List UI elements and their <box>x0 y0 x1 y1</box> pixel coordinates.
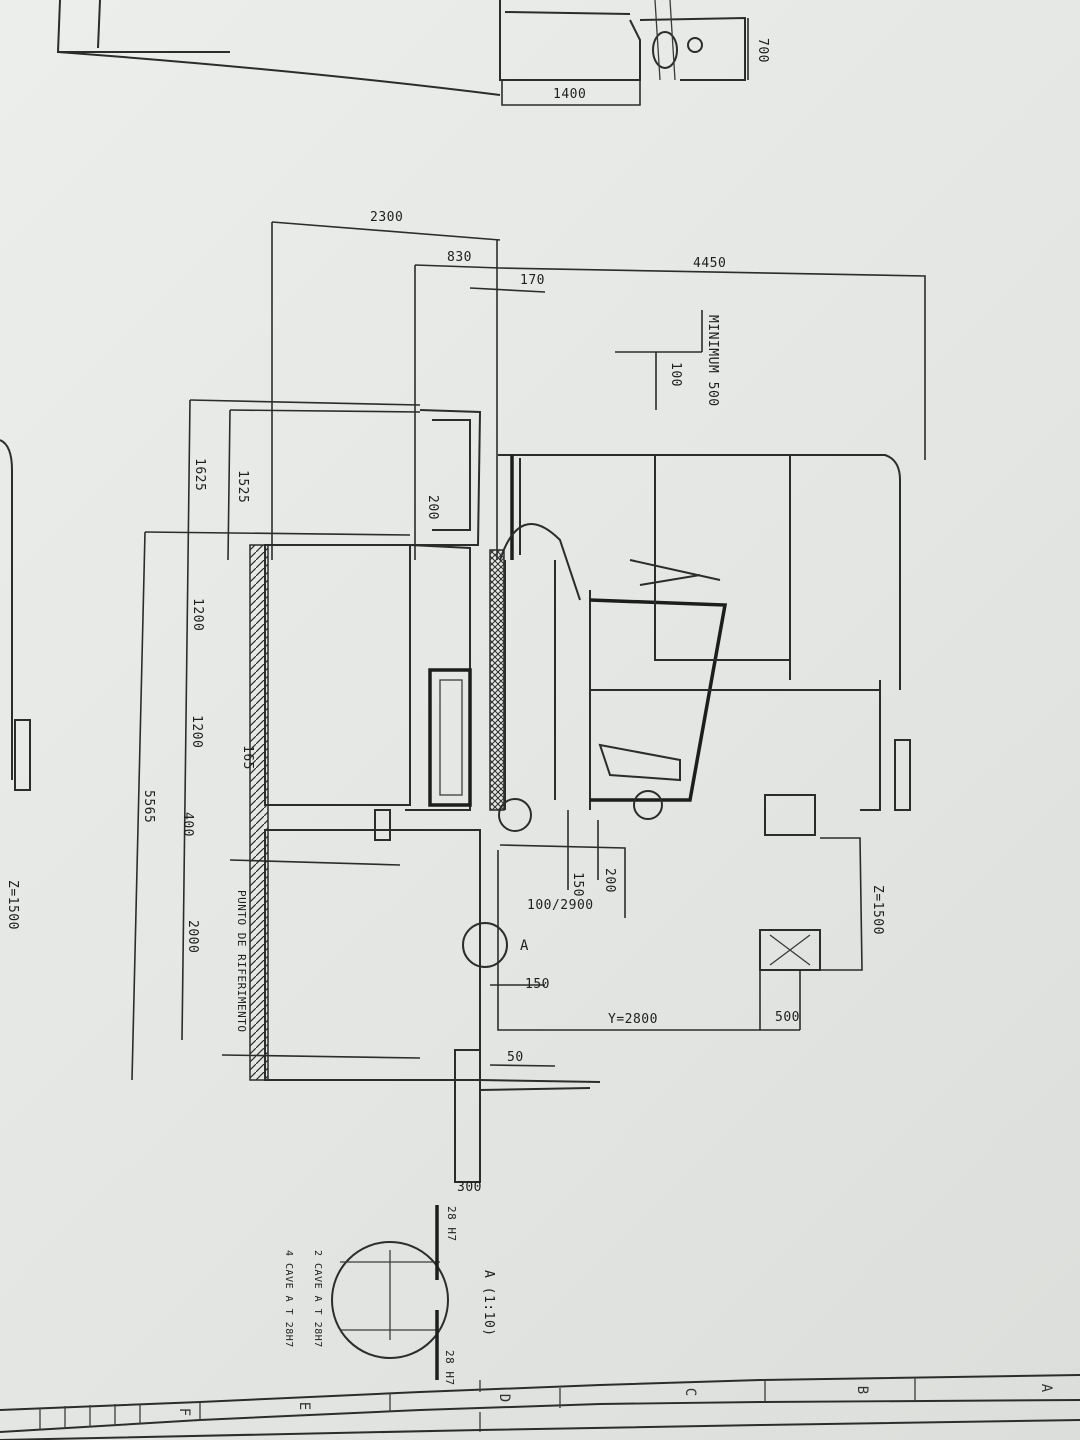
detail-a-view <box>331 1205 449 1380</box>
tolerance-bottom: 28 H7 <box>443 1350 456 1386</box>
dim-minimum-500: MINIMUM 500 <box>705 315 720 407</box>
dim-z-travel-right: Z=1500 <box>870 885 885 935</box>
dim-1200-a: 1200 <box>190 598 205 632</box>
dim-5565: 5565 <box>141 790 156 824</box>
dim-top-view-depth: 700 <box>755 38 770 63</box>
upper-dimension-lines <box>131 221 926 1081</box>
zone-d: D <box>496 1393 513 1403</box>
zone-b: B <box>854 1385 871 1395</box>
dim-150-a: 150 <box>570 872 585 897</box>
dim-1525: 1525 <box>235 470 250 504</box>
zone-f: F <box>176 1407 193 1417</box>
dim-top-view-width: 1400 <box>553 87 587 102</box>
tolerance-top: 28 H7 <box>445 1206 458 1242</box>
dim-50: 50 <box>507 1050 524 1065</box>
dim-165: 165 <box>240 745 255 770</box>
dim-830: 830 <box>447 250 472 265</box>
dim-300: 300 <box>457 1180 482 1195</box>
left-partial-outline <box>0 439 31 791</box>
reference-point-label: PUNTO DE RIFERIMENTO <box>235 890 248 1033</box>
dim-150-b: 150 <box>525 977 550 992</box>
dim-y-travel: Y=2800 <box>608 1012 658 1027</box>
dim-1200-b: 1200 <box>189 715 204 749</box>
dim-100-2900: 100/2900 <box>527 898 594 913</box>
zone-a: A <box>1038 1383 1055 1393</box>
dim-4450: 4450 <box>693 256 727 271</box>
dim-200-wall: 200 <box>425 495 440 520</box>
dim-1625: 1625 <box>192 458 207 492</box>
lower-dimension-lines <box>221 810 863 1067</box>
note-line-2: 4 CAVE A T 28H7 <box>283 1250 294 1348</box>
dim-z-travel-left: Z=1500 <box>5 880 20 930</box>
dim-2000: 2000 <box>185 920 200 954</box>
dim-100: 100 <box>668 362 683 387</box>
zone-e: E <box>296 1401 313 1411</box>
title-block <box>0 1374 1080 1440</box>
detail-a-title: A (1:10) <box>481 1270 496 1337</box>
dim-2300: 2300 <box>370 210 404 225</box>
top-left-partial-view <box>56 0 501 96</box>
dim-400: 400 <box>180 812 195 837</box>
dim-500: 500 <box>775 1010 800 1025</box>
zone-c: C <box>682 1387 699 1397</box>
detail-a-marker: A <box>520 938 529 954</box>
dim-200-b: 200 <box>602 868 617 893</box>
note-line-1: 2 CAVE A T 28H7 <box>312 1250 323 1348</box>
machine-section <box>374 454 911 971</box>
dim-170: 170 <box>520 273 545 288</box>
machine-top-view <box>499 0 749 106</box>
